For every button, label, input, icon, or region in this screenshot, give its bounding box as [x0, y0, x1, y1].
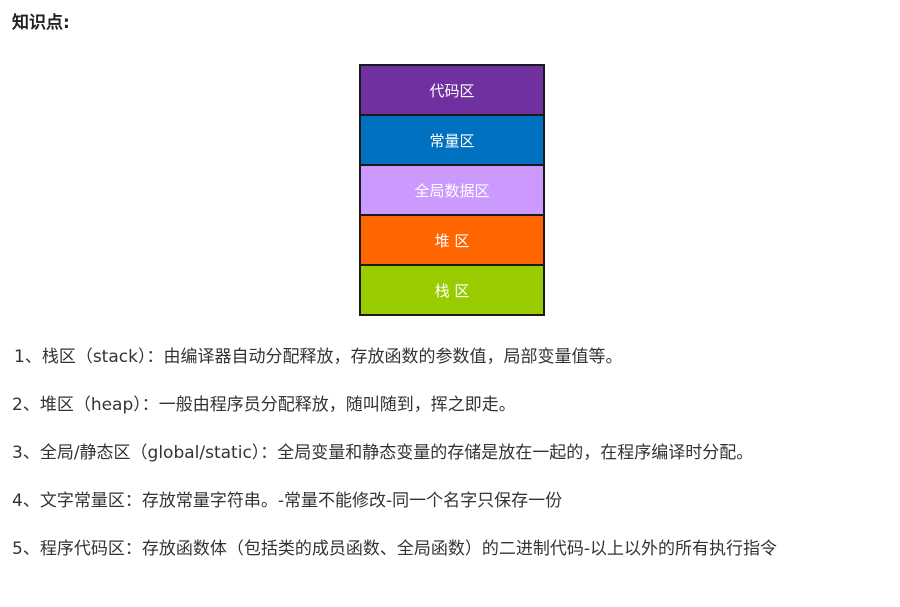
constant-segment: 常量区	[361, 116, 543, 166]
code-segment-label: 代码区	[429, 81, 475, 100]
stack-segment: 栈 区	[361, 266, 543, 314]
point-program-code: 5、程序代码区：存放函数体（包括类的成员函数、全局函数）的二进制代码-以上以外的…	[12, 539, 777, 559]
point-heap: 2、堆区（heap）：一般由程序员分配释放，随叫随到，挥之即走。	[12, 395, 516, 415]
global-data-segment: 全局数据区	[361, 166, 543, 216]
memory-layout-diagram: 代码区 常量区 全局数据区 堆 区 栈 区	[359, 64, 545, 316]
section-heading: 知识点:	[12, 13, 70, 33]
constant-segment-label: 常量区	[429, 131, 475, 150]
heap-segment: 堆 区	[361, 216, 543, 266]
global-data-segment-label: 全局数据区	[414, 181, 490, 200]
code-segment: 代码区	[361, 66, 543, 116]
stack-segment-label: 栈 区	[434, 281, 470, 300]
heap-segment-label: 堆 区	[434, 231, 470, 250]
knowledge-points-list: 1、栈区（stack）：由编译器自动分配释放，存放函数的参数值，局部变量值等。 …	[12, 343, 892, 583]
point-global-static: 3、全局/静态区（global/static）：全局变量和静态变量的存储是放在一…	[12, 443, 754, 463]
point-stack: 1、栈区（stack）：由编译器自动分配释放，存放函数的参数值，局部变量值等。	[14, 347, 623, 367]
point-literal-constant: 4、文字常量区：存放常量字符串。-常量不能修改-同一个名字只保存一份	[12, 491, 563, 511]
